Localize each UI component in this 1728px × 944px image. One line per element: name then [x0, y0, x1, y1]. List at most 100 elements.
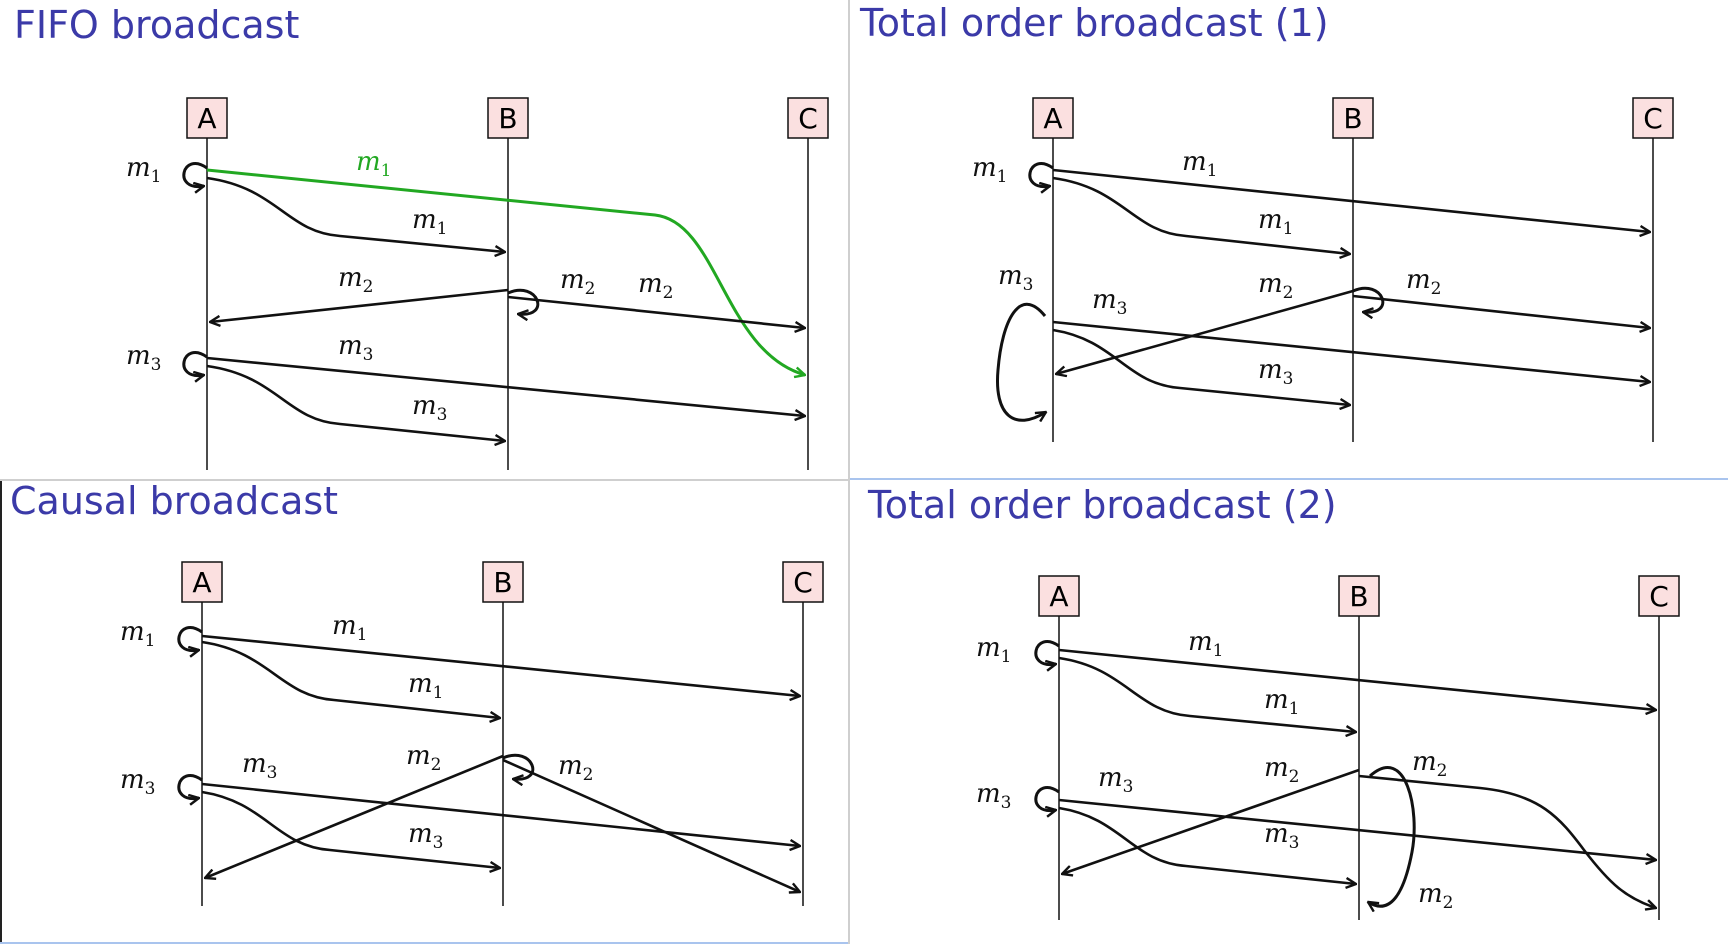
message-label: m3 [126, 341, 161, 375]
message-arrow-m1-a-to-c [1058, 648, 1656, 710]
total-order-2-diagram: A B C m1 m1 m1 m3 m3 m2 m2 m3 m2 [976, 575, 1680, 920]
panel-border-bottom [0, 942, 848, 944]
message-label: m3 [1098, 763, 1133, 797]
message-arrow-m3-a-to-c [206, 356, 805, 416]
process-box-c: C [1638, 575, 1680, 617]
message-arrow-m3-a-to-b [1052, 328, 1350, 405]
message-label: m1 [408, 669, 443, 703]
svg-text:C: C [798, 102, 818, 135]
process-box-a: A [181, 561, 223, 603]
message-arrow-m1-a-to-b [1052, 176, 1350, 254]
message-label: m3 [412, 391, 447, 425]
self-delivery-loop-m1 [1028, 162, 1054, 186]
panel-title: FIFO broadcast [14, 3, 300, 47]
panel-divider-horizontal-right [850, 478, 1728, 480]
self-delivery-loop-m1 [1034, 640, 1060, 664]
message-arrow-m2-b-to-a [1062, 768, 1360, 874]
causal-diagram: A B C m1 m1 m1 m3 m3 m2 m2 m3 [120, 561, 824, 906]
message-label: m3 [1264, 819, 1299, 853]
self-delivery-loop-m3 [177, 774, 203, 798]
message-arrow-m1-a-to-c-delayed [206, 168, 805, 375]
process-box-c: C [787, 97, 829, 139]
process-box-b: B [487, 97, 529, 139]
panel-border-vertical-left [0, 480, 2, 944]
svg-text:A: A [1043, 102, 1062, 135]
message-label: m1 [126, 153, 161, 187]
message-arrow-m1-a-to-b [201, 640, 500, 718]
message-label: m1 [972, 153, 1007, 187]
panel-title: Causal broadcast [10, 482, 339, 523]
process-box-b: B [1338, 575, 1380, 617]
message-arrow-m3-a-to-c [1058, 798, 1656, 860]
self-delivery-loop-m2-delayed [1368, 766, 1416, 907]
process-box-a: A [1038, 575, 1080, 617]
message-label: m3 [242, 749, 277, 783]
fifo-diagram: A B C m1 m1 m1 m2 m2 m2 m3 m3 m3 [126, 97, 829, 470]
self-delivery-loop-m3-delayed [995, 302, 1046, 420]
process-box-c: C [1632, 97, 1674, 139]
svg-text:B: B [493, 566, 512, 599]
message-label: m2 [558, 751, 593, 785]
message-label: m2 [560, 265, 595, 299]
message-label: m2 [1258, 269, 1293, 303]
message-label: m1 [1264, 685, 1299, 719]
svg-text:A: A [197, 102, 216, 135]
message-label: m3 [408, 819, 443, 853]
self-delivery-loop-m2 [502, 753, 535, 779]
svg-text:A: A [192, 566, 211, 599]
message-label: m2 [338, 263, 373, 297]
process-box-c: C [782, 561, 824, 603]
message-label: m3 [120, 765, 155, 799]
message-label: m1 [1182, 147, 1217, 181]
message-arrow-m1-a-to-c [1052, 168, 1650, 232]
message-label: m3 [998, 261, 1033, 295]
message-arrow-m3-a-to-b [201, 790, 500, 868]
message-label: m1 [1258, 205, 1293, 239]
message-arrow-m1-a-to-c [201, 634, 800, 696]
message-label: m2 [1412, 747, 1447, 781]
message-arrow-m2-b-to-a [210, 288, 509, 322]
self-delivery-loop-m1 [182, 162, 208, 186]
svg-text:C: C [1649, 580, 1669, 613]
message-arrow-m3-a-to-c [1052, 320, 1650, 382]
panel-total-order-broadcast-2: Total order broadcast (2) A B C m1 m1 m1… [850, 480, 1728, 944]
message-arrow-m2-b-to-c [507, 295, 805, 328]
panel-causal-broadcast: Causal broadcast A B C m1 m1 m1 m3 m3 m2 [0, 482, 848, 944]
message-arrow-m3-a-to-c [201, 782, 800, 846]
message-label: m1 [1188, 627, 1223, 661]
panel-total-order-broadcast-1: Total order broadcast (1) A B C m1 m1 m1… [850, 0, 1728, 478]
process-box-b: B [482, 561, 524, 603]
self-delivery-loop-m3 [1034, 786, 1060, 810]
self-delivery-loop-m2 [1352, 286, 1385, 312]
process-box-b: B [1332, 97, 1374, 139]
message-arrow-m2-b-to-a [205, 754, 504, 878]
message-label: m3 [338, 331, 373, 365]
message-arrow-m2-b-to-c-delayed [1358, 774, 1656, 908]
panel-fifo-broadcast: FIFO broadcast A B C m1 m1 m1 [0, 0, 848, 480]
panel-divider-horizontal-left [0, 479, 848, 481]
svg-text:A: A [1049, 580, 1068, 613]
message-label: m1 [412, 205, 447, 239]
message-arrow-m1-a-to-b [206, 176, 505, 252]
message-label: m2 [1406, 265, 1441, 299]
svg-text:B: B [498, 102, 517, 135]
message-arrow-m1-a-to-b [1058, 656, 1356, 732]
process-box-a: A [186, 97, 228, 139]
message-arrow-m2-b-to-a [1056, 289, 1354, 374]
self-delivery-loop-m2 [507, 288, 540, 314]
svg-text:C: C [1643, 102, 1663, 135]
svg-text:B: B [1349, 580, 1368, 613]
message-label: m1 [120, 617, 155, 651]
panel-divider-vertical [848, 0, 850, 944]
message-arrow-m3-a-to-b [1058, 806, 1356, 884]
self-delivery-loop-m3 [182, 351, 208, 375]
message-label: m2 [406, 741, 441, 775]
message-label: m1 [976, 633, 1011, 667]
message-label: m3 [1092, 285, 1127, 319]
svg-text:C: C [793, 566, 813, 599]
message-arrow-m3-a-to-b [206, 364, 505, 441]
self-delivery-loop-m1 [177, 626, 203, 650]
message-label: m2 [638, 269, 673, 303]
panel-title: Total order broadcast (2) [868, 483, 1337, 527]
message-label: m2 [1418, 879, 1453, 913]
